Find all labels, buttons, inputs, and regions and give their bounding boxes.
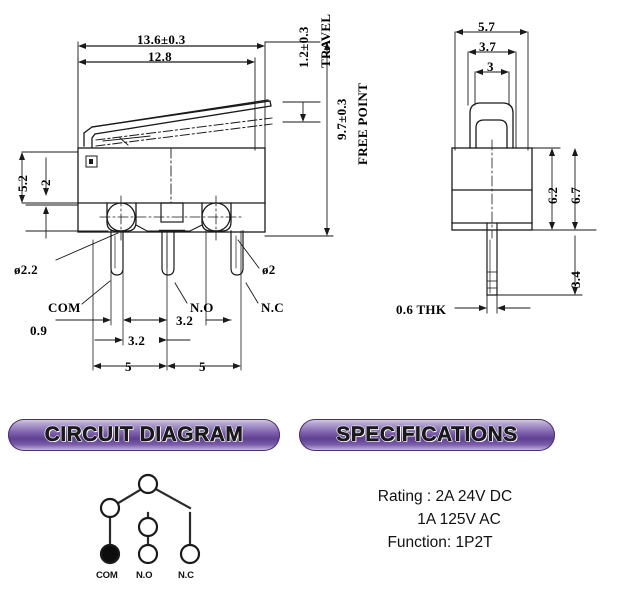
dim-label-3-2-lower: 3.2: [128, 333, 146, 348]
side-terminal-pin: [486, 222, 498, 296]
spec-line-function: Function: 1P2T: [387, 534, 493, 551]
dim-5-left: [93, 363, 167, 369]
node-com: [99, 543, 121, 565]
dim-label-2: 2: [38, 179, 53, 186]
dim-label-hole-dia-2: ø2: [262, 262, 276, 277]
terminal-pin-nc: [230, 230, 244, 276]
dim-label-3: 3: [487, 59, 494, 74]
dim-label-6-2: 6.2: [545, 186, 560, 204]
node-no-upper: [137, 516, 159, 538]
specifications-banner-label: SPECIFICATIONS: [336, 423, 518, 446]
dim-3-4: [496, 235, 583, 296]
dim-2: [25, 157, 109, 239]
dim-label-0-6-thk: 0.6 THK: [396, 302, 447, 317]
terminal-label-com: COM: [48, 300, 81, 315]
dim-label-hole-dia-2-2: ø2.2: [14, 262, 38, 277]
circuit-schematic-nodes: [99, 473, 201, 565]
node-lever-contact: [99, 497, 121, 519]
dim-6-2: [531, 147, 597, 231]
dim-6-7: [572, 148, 578, 230]
dim-label-5-2: 5.2: [15, 174, 30, 192]
dim-label-13-6: 13.6±0.3: [137, 32, 186, 47]
dim-label-5-7: 5.7: [478, 19, 496, 34]
dim-label-free-point: FREE POINT: [355, 82, 370, 165]
dim-label-12-8: 12.8: [148, 49, 172, 64]
dim-label-3-4: 3.4: [568, 270, 583, 288]
dim-5-7: [454, 29, 529, 151]
terminal-label-nc: N.C: [261, 300, 284, 315]
terminal-label-no: N.O: [190, 300, 214, 315]
dim-3-7: [467, 49, 517, 149]
brand-mark-icon: [85, 155, 98, 168]
node-no: [137, 543, 159, 565]
dim-3: [474, 69, 510, 106]
side-view-group: [451, 29, 597, 314]
lever-hinge: [102, 135, 151, 146]
dim-label-0-9: 0.9: [30, 323, 48, 338]
node-pivot: [137, 473, 159, 495]
dim-5-right: [167, 363, 241, 369]
dim-3-2-upper: [147, 317, 232, 323]
dim-3-2-lower: [94, 337, 191, 343]
circuit-node-label-no: N.O: [136, 570, 153, 581]
front-view-witness-lines: [77, 41, 321, 151]
leader-lines: [55, 232, 260, 305]
dim-12-8: [78, 59, 255, 65]
dim-free-point: [264, 42, 334, 237]
dim-0-6-thk: [454, 294, 531, 314]
dim-label-free-point-value: 9.7±0.3: [334, 98, 349, 140]
body-underside: [135, 224, 203, 233]
terminal-pin-no: [161, 230, 175, 276]
dim-label-travel-value: 1.2±0.3: [296, 26, 311, 68]
lever-arm: [83, 99, 272, 148]
dim-0-9: [55, 317, 161, 323]
circuit-node-label-com: COM: [96, 570, 118, 581]
plunger: [160, 147, 184, 223]
specifications-text-block: Rating : 2A 24V DC 1A 125V AC Function: …: [300, 485, 590, 554]
circuit-diagram-banner-label: CIRCUIT DIAGRAM: [44, 423, 244, 446]
specifications-banner: SPECIFICATIONS: [299, 419, 555, 451]
circuit-diagram-banner: CIRCUIT DIAGRAM: [8, 419, 280, 451]
spec-line-rating-ac: 1A 125V AC: [417, 511, 501, 528]
dim-5-2: [19, 151, 79, 204]
spec-line-rating-dc: Rating : 2A 24V DC: [377, 488, 513, 505]
dim-label-3-2-upper: 3.2: [176, 313, 194, 328]
bottom-witness-lines: [92, 230, 242, 371]
dim-label-6-7: 6.7: [568, 186, 583, 204]
dim-label-5-left: 5: [125, 359, 132, 374]
hole-centerlines: [99, 195, 245, 241]
node-nc: [179, 543, 201, 565]
side-plunger-cap: [469, 102, 514, 149]
dim-label-travel: TRAVEL: [318, 13, 333, 68]
dim-label-3-7: 3.7: [479, 39, 497, 54]
dim-label-5-right: 5: [199, 359, 206, 374]
front-view-group: [19, 41, 334, 371]
dim-travel: [282, 101, 321, 123]
circuit-node-label-nc: N.C: [178, 570, 194, 581]
dim-13-6: [78, 43, 265, 49]
switch-body: [77, 147, 266, 233]
